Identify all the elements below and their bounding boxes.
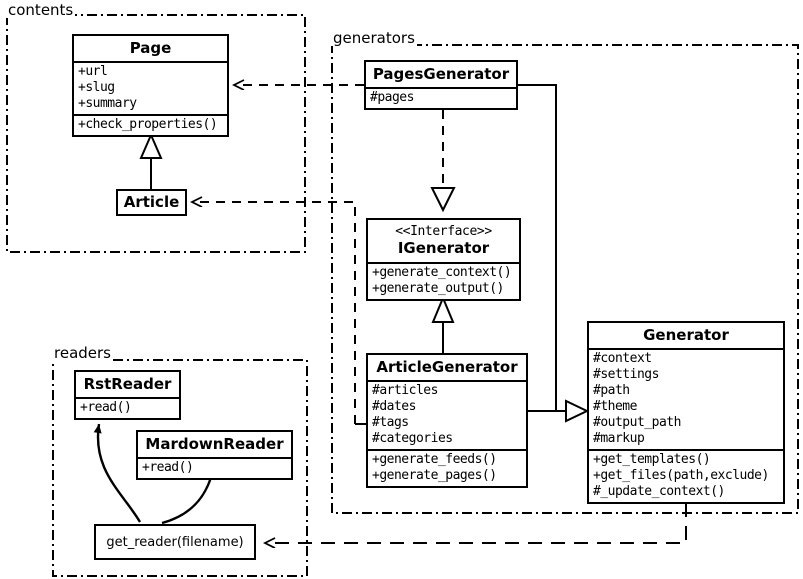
- attribute: +slug: [78, 80, 115, 95]
- attributes-articlegenerator: #articles #dates #tags #categories: [368, 382, 526, 449]
- class-box-pagesgenerator[interactable]: PagesGenerator #pages: [364, 60, 518, 110]
- class-box-mardownreader[interactable]: MardownReader +read(): [136, 430, 293, 480]
- attribute: +summary: [78, 96, 137, 111]
- divider: [368, 449, 526, 451]
- divider: [589, 348, 783, 350]
- class-name-pagesgenerator: PagesGenerator: [372, 65, 510, 83]
- divider: [368, 380, 526, 382]
- method: +generate_output(): [372, 281, 504, 296]
- divider: [138, 457, 291, 459]
- divider: [366, 87, 516, 89]
- attributes-generator: #context #settings #path #theme #output_…: [589, 350, 783, 449]
- methods-rstreader: +read(): [76, 399, 179, 418]
- class-name-page: Page: [129, 39, 172, 57]
- methods-page: +check_properties(): [74, 116, 227, 135]
- package-label-contents: contents: [6, 1, 76, 19]
- attribute: #settings: [593, 367, 659, 382]
- method: +generate_pages(): [372, 468, 497, 483]
- class-name-mardownreader: MardownReader: [145, 435, 284, 453]
- class-name-rstreader: RstReader: [83, 375, 172, 393]
- class-box-generator[interactable]: Generator #context #settings #path #them…: [587, 321, 785, 504]
- class-name-igenerator: <<Interface>> IGenerator: [368, 220, 519, 262]
- class-box-page[interactable]: Page +url +slug +summary +check_properti…: [72, 34, 229, 137]
- class-box-articlegenerator[interactable]: ArticleGenerator #articles #dates #tags …: [366, 353, 528, 488]
- method: +check_properties(): [78, 117, 218, 132]
- divider: [74, 114, 227, 116]
- attributes-page: +url +slug +summary: [74, 63, 227, 114]
- method: +get_files(path,exclude): [593, 468, 769, 483]
- attribute: #theme: [593, 399, 637, 414]
- attribute: #categories: [372, 431, 453, 446]
- package-label-readers: readers: [52, 344, 113, 362]
- divider: [76, 397, 179, 399]
- class-box-igenerator[interactable]: <<Interface>> IGenerator +generate_conte…: [366, 218, 521, 301]
- class-name-article: Article: [123, 193, 180, 211]
- stereotype-label: <<Interface>>: [395, 224, 492, 239]
- method: +read(): [142, 460, 194, 475]
- function-label: get_reader(filename): [106, 534, 244, 550]
- package-border-readers: [52, 359, 308, 577]
- package-border-generators: [331, 44, 799, 514]
- generalization-arrowhead-generator: [565, 399, 590, 423]
- function-box-get-reader[interactable]: get_reader(filename): [94, 524, 256, 560]
- generalization-arrowhead-igenerator-2: [431, 295, 455, 323]
- attribute: #tags: [372, 415, 409, 430]
- method: +get_templates(): [593, 452, 711, 467]
- method: +read(): [80, 400, 132, 415]
- package-border-contents: [6, 14, 306, 253]
- method: #_update_context(): [593, 484, 725, 499]
- class-name-articlegenerator: ArticleGenerator: [376, 358, 518, 376]
- edge-articlegenerator-to-article: [192, 202, 356, 424]
- methods-mardownreader: +read(): [138, 459, 291, 478]
- divider: [74, 61, 227, 63]
- edge-getreader-to-rstreader: [93, 423, 142, 523]
- attributes-pagesgenerator: #pages: [366, 89, 516, 108]
- package-label-generators: generators: [331, 29, 417, 47]
- divider: [589, 449, 783, 451]
- attribute: #articles: [372, 383, 438, 398]
- methods-generator: +get_templates() +get_files(path,exclude…: [589, 451, 783, 502]
- method: +generate_feeds(): [372, 452, 497, 467]
- edge-generator-to-getreader: [265, 503, 687, 543]
- attribute: #output_path: [593, 415, 681, 430]
- attribute: #dates: [372, 399, 416, 414]
- attribute: #pages: [370, 90, 414, 105]
- attribute: +url: [78, 64, 108, 79]
- methods-articlegenerator: +generate_feeds() +generate_pages(): [368, 451, 526, 486]
- realization-arrowhead-igenerator: [430, 187, 456, 213]
- edge-pagesgenerator-to-generator: [518, 84, 557, 411]
- divider: [368, 262, 519, 264]
- generalization-arrowhead-page: [139, 132, 163, 159]
- class-box-rstreader[interactable]: RstReader +read(): [74, 370, 181, 420]
- attribute: #path: [593, 383, 630, 398]
- attribute: #markup: [593, 431, 645, 446]
- class-name-generator: Generator: [643, 326, 729, 344]
- class-name-text: IGenerator: [397, 239, 490, 257]
- attribute: #context: [593, 351, 652, 366]
- method: +generate_context(): [372, 265, 512, 280]
- methods-igenerator: +generate_context() +generate_output(): [368, 264, 519, 299]
- class-box-article[interactable]: Article: [116, 189, 187, 216]
